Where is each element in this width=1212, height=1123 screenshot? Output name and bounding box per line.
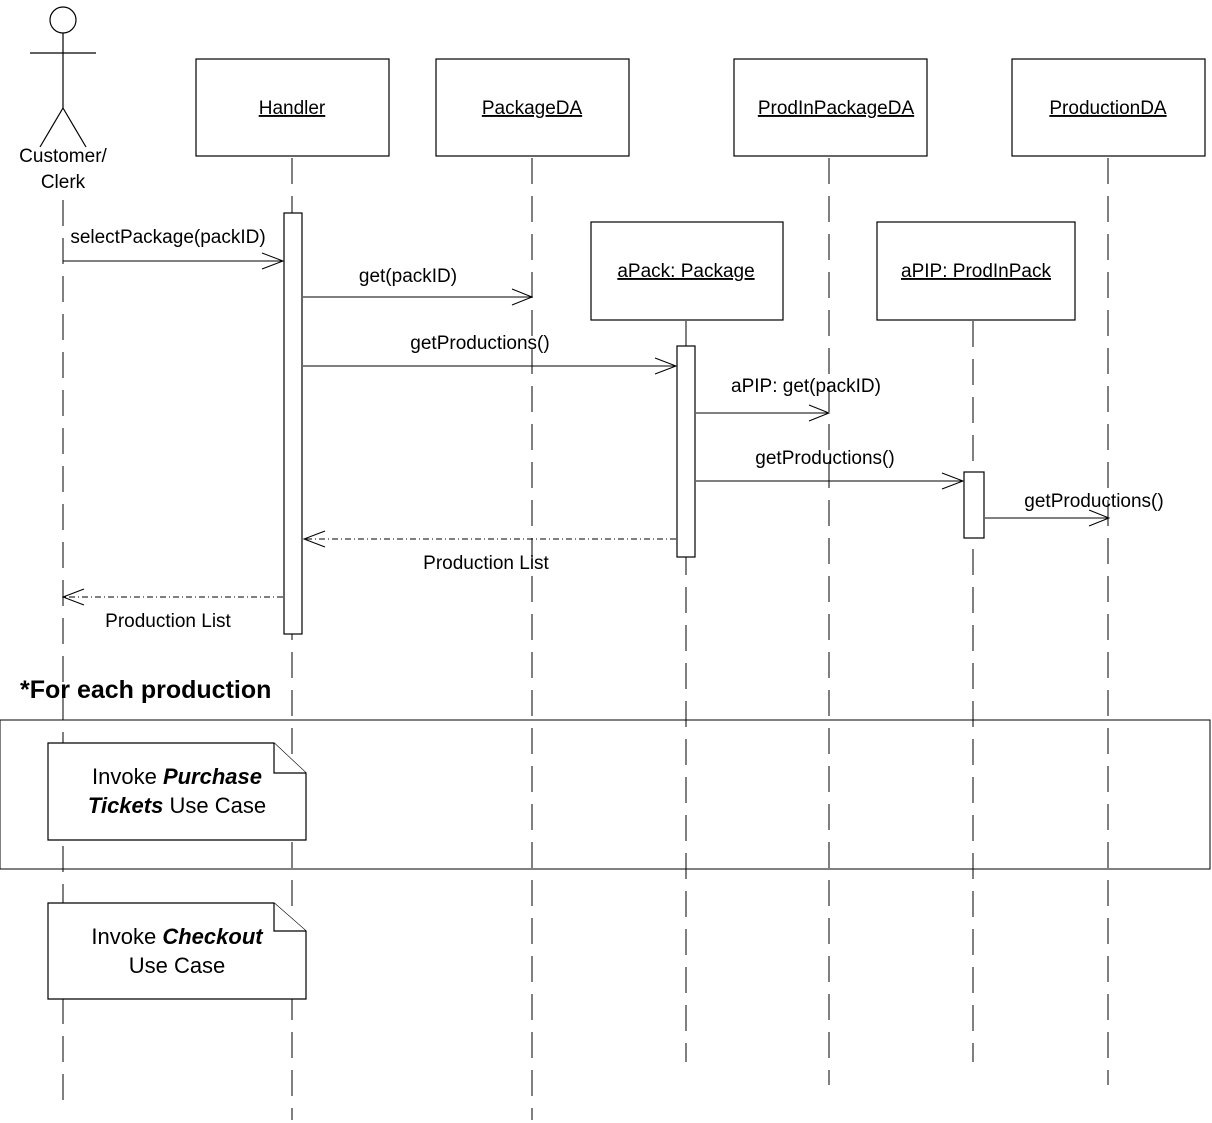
note-checkout-prefix: Invoke	[91, 924, 162, 949]
activation-apack	[676, 345, 696, 558]
message-apip-get	[696, 404, 831, 422]
note-checkout-emph: Checkout	[162, 924, 264, 949]
message-get-productions-1	[303, 357, 678, 375]
loop-label: *For each production	[20, 676, 271, 704]
object-label-production-da: ProductionDA	[1049, 98, 1167, 119]
message-label-select-package: selectPackage(packID)	[70, 227, 265, 248]
message-get-productions-2	[696, 472, 965, 490]
message-label-get-productions-1: getProductions()	[410, 333, 549, 354]
activation-handler	[283, 212, 303, 635]
message-label-get-pack: get(packID)	[359, 266, 457, 287]
object-label-prod-in-package-da: ProdInPackageDA	[758, 98, 915, 119]
message-get-productions-3	[985, 509, 1111, 527]
message-select-package	[63, 252, 285, 270]
note-purchase-text-line1: Invoke Purchase	[92, 764, 262, 789]
note-purchase-tickets	[47, 742, 307, 841]
object-label-apack: aPack: Package	[617, 261, 754, 282]
activation-apip	[963, 471, 985, 539]
actor-icon	[30, 6, 96, 148]
return-label-2: Production List	[105, 611, 231, 632]
actor-label-line1: Customer/	[19, 146, 107, 167]
object-label-package-da: PackageDA	[482, 98, 583, 119]
object-box-apack	[590, 221, 784, 321]
note-checkout-text-line1: Invoke Checkout	[91, 924, 264, 949]
return-message-1	[302, 530, 676, 548]
return-label-1: Production List	[423, 553, 549, 574]
actor-label-line2: Clerk	[41, 172, 86, 193]
object-box-production-da	[1011, 58, 1206, 157]
message-label-get-productions-3: getProductions()	[1024, 491, 1163, 512]
message-label-get-productions-2: getProductions()	[755, 448, 894, 469]
note-purchase-prefix: Invoke	[92, 764, 163, 789]
object-label-apip: aPIP: ProdInPack	[901, 261, 1051, 282]
note-checkout-suffix: Use Case	[129, 953, 226, 978]
return-message-2	[61, 588, 283, 606]
object-box-package-da	[435, 58, 630, 157]
object-box-apip	[876, 221, 1076, 321]
message-get-pack	[303, 288, 534, 306]
note-purchase-suffix: Use Case	[163, 793, 266, 818]
note-purchase-emph2: Tickets	[88, 793, 163, 818]
note-purchase-emph1: Purchase	[163, 764, 262, 789]
note-checkout	[47, 902, 307, 1000]
object-label-handler: Handler	[259, 98, 326, 119]
note-purchase-text-line2: Tickets Use Case	[88, 793, 266, 818]
object-box-prod-in-package-da	[733, 58, 928, 157]
message-label-apip-get: aPIP: get(packID)	[731, 376, 881, 397]
object-box-handler	[195, 58, 390, 157]
loop-frame	[0, 719, 1211, 870]
